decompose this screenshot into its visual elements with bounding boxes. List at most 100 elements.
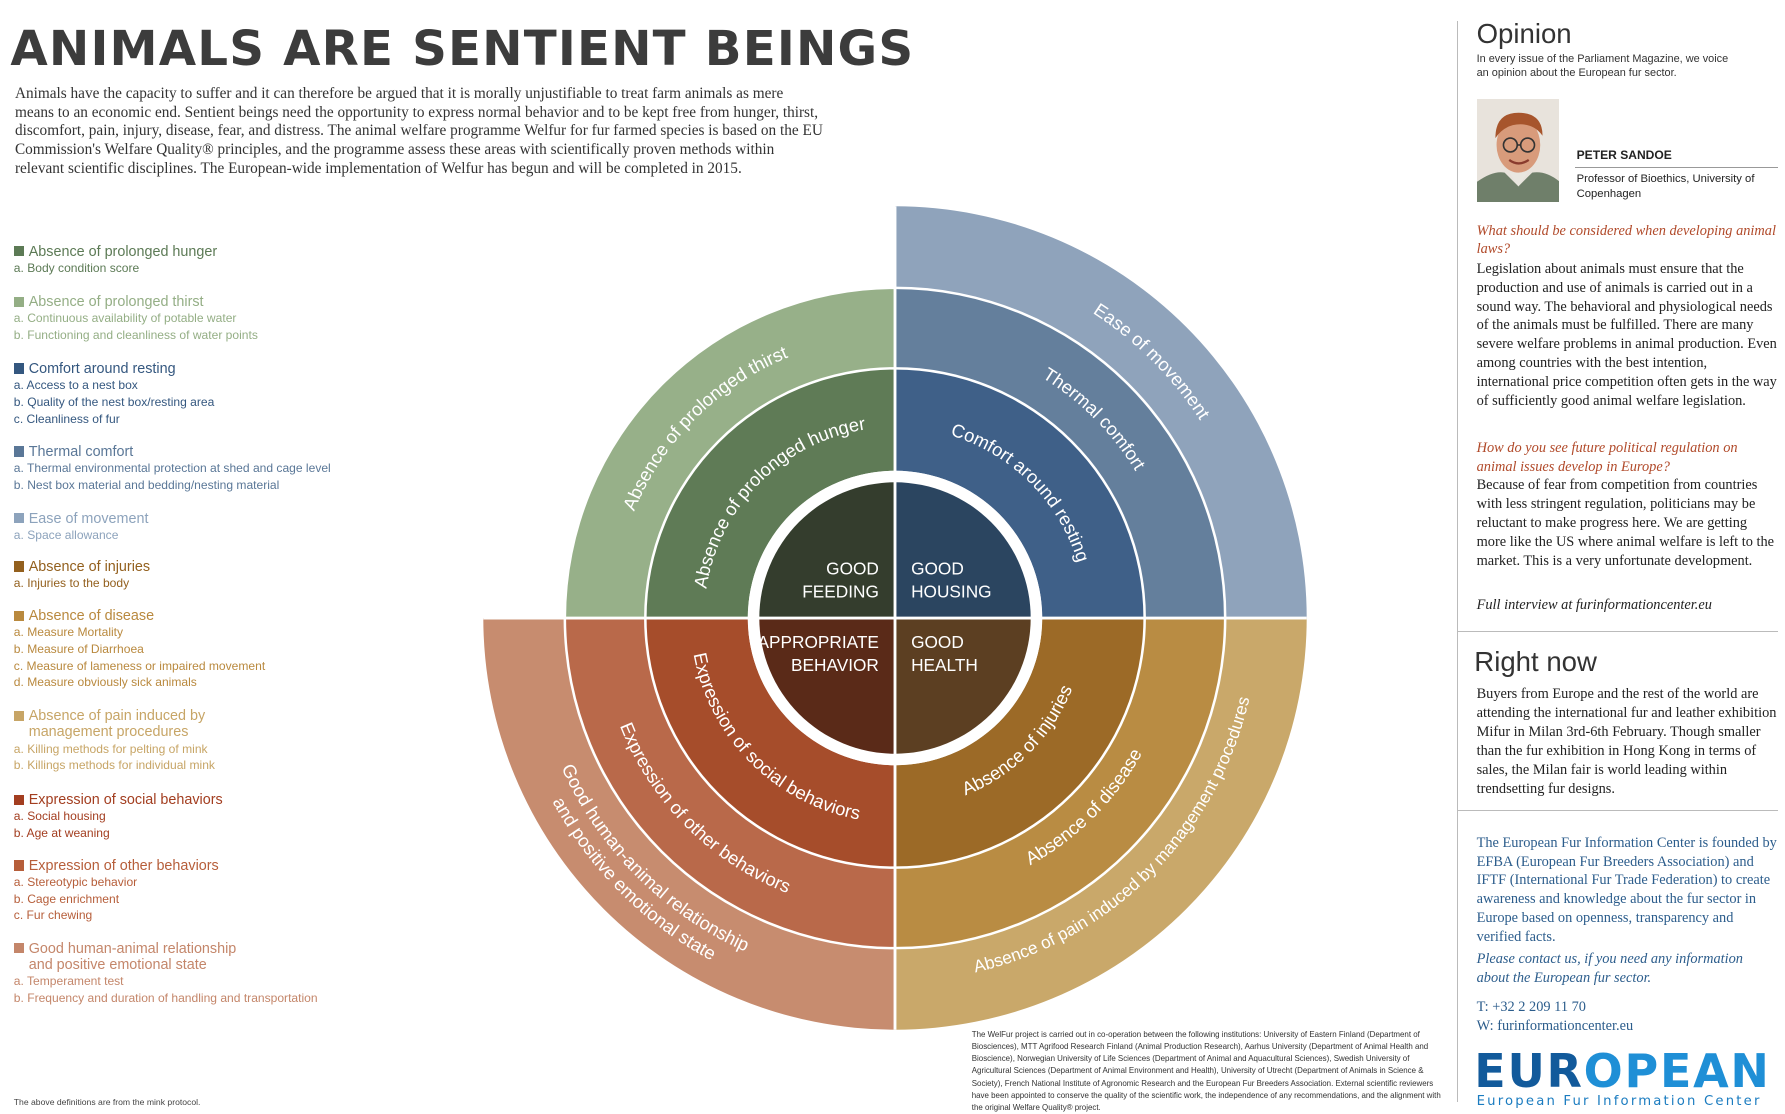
- divider: [1458, 809, 1778, 811]
- criterion-measure: d. Measure obviously sick animals: [13, 675, 197, 690]
- criterion-ring-segment: [565, 288, 895, 618]
- principle-segment: [758, 617, 895, 754]
- square-bullet-icon: [13, 246, 25, 257]
- principle-segment: [758, 481, 895, 618]
- criterion-measure: b. Quality of the nest box/resting area: [13, 394, 215, 409]
- efic-logo: EUROPEAN: [1474, 1048, 1770, 1094]
- criterion-ring-segment: [482, 617, 895, 1030]
- criterion-heading-text: Absence of injuries: [28, 558, 151, 575]
- project-credits: The WelFur project is carried out in co-…: [971, 1030, 1441, 1112]
- opinion-description: In every issue of the Parliament Magazin…: [1476, 52, 1729, 80]
- definitions-footnote: The above definitions are from the mink …: [13, 1097, 201, 1108]
- criterion-ring-segment: [894, 617, 1224, 947]
- criterion-measure: a. Body condition score: [13, 260, 140, 275]
- criterion-heading-text: Absence of pain induced by management pr…: [28, 708, 206, 741]
- square-bullet-icon: [13, 446, 25, 457]
- criterion-heading-text: Expression of social behaviors: [28, 792, 223, 809]
- criterion-heading-text: Absence of disease: [28, 608, 155, 625]
- criterion-measure: b. Measure of Diarrhoea: [13, 642, 144, 657]
- principle-label: FEEDING: [802, 581, 879, 601]
- portrait-photo: [1476, 98, 1560, 203]
- criterion-heading: Expression of other behaviors: [13, 857, 359, 874]
- criterion-block: Good human-animal relationship and posit…: [13, 940, 359, 1007]
- criterion-measure: a. Killing methods for pelting of mink: [13, 741, 208, 756]
- criterion-heading-text: Expression of other behaviors: [28, 857, 219, 874]
- criterion-heading: Ease of movement: [13, 510, 359, 527]
- answer-1: Legislation about animals must ensure th…: [1476, 260, 1777, 409]
- question-1: What should be considered when developin…: [1476, 222, 1776, 258]
- criterion-heading: Absence of pain induced by management pr…: [13, 708, 359, 741]
- criterion-ring-segment: [894, 617, 1307, 1030]
- criterion-measure: a. Continuous availability of potable wa…: [13, 311, 237, 326]
- criterion-measure: a. Social housing: [13, 809, 106, 824]
- phone-number: T: +32 2 209 11 70: [1476, 999, 1586, 1016]
- criterion-ring-segment: [894, 617, 1144, 866]
- criterion-measure: a. Measure Mortality: [13, 625, 124, 640]
- criterion-measure: b. Functioning and cleanliness of water …: [13, 328, 258, 343]
- right-now-body: Buyers from Europe and the rest of the w…: [1476, 686, 1777, 797]
- square-bullet-icon: [13, 610, 25, 621]
- principle-label: APPROPRIATE: [757, 631, 878, 651]
- square-bullet-icon: [13, 561, 25, 572]
- criterion-measure: c. Fur chewing: [13, 908, 93, 923]
- question-2: How do you see future political regulati…: [1476, 440, 1738, 475]
- criterion-measure: c. Measure of lameness or impaired movem…: [13, 658, 266, 673]
- principle-label: HEALTH: [911, 654, 978, 674]
- welfare-wheel-diagram: GOODFEEDINGGOODHOUSINGGOODHEALTHAPPROPRI…: [482, 205, 1307, 1030]
- logo-text-light: OPEAN: [1583, 1043, 1771, 1098]
- criterion-heading: Absence of injuries: [13, 558, 359, 575]
- criterion-ring-segment: [646, 369, 895, 618]
- square-bullet-icon: [13, 942, 25, 954]
- divider: [1575, 166, 1778, 168]
- principle-label: GOOD: [911, 631, 964, 651]
- person-name: PETER SANDOE: [1576, 148, 1672, 163]
- criterion-heading: Expression of social behaviors: [13, 792, 359, 809]
- criterion-measure: a. Thermal environmental protection at s…: [13, 460, 331, 475]
- criterion-heading-text: Thermal comfort: [28, 443, 134, 460]
- criterion-heading-text: Comfort around resting: [28, 361, 176, 378]
- criterion-measure: a. Space allowance: [13, 527, 119, 542]
- criterion-ring-segment: [894, 205, 1307, 618]
- criterion-heading: Comfort around resting: [13, 361, 359, 378]
- criterion-heading-text: Good human-animal relationship and posit…: [28, 940, 237, 973]
- square-bullet-icon: [13, 710, 25, 722]
- principle-label: GOOD: [826, 558, 879, 578]
- criterion-heading: Good human-animal relationship and posit…: [13, 940, 359, 973]
- criterion-heading: Absence of prolonged thirst: [13, 294, 359, 311]
- square-bullet-icon: [13, 860, 25, 871]
- criterion-measure: b. Cage enrichment: [13, 891, 120, 906]
- criterion-measure: b. Killings methods for individual mink: [13, 758, 215, 773]
- principle-segment: [894, 481, 1031, 618]
- criterion-ring-segment: [565, 617, 895, 947]
- page-title: ANIMALS ARE SENTIENT BEINGS: [10, 20, 915, 77]
- square-bullet-icon: [13, 363, 25, 374]
- principle-label: HOUSING: [911, 581, 992, 601]
- column-divider: [1457, 20, 1459, 1102]
- efic-logo-subtitle: European Fur Information Center: [1476, 1093, 1762, 1109]
- full-interview-link[interactable]: Full interview at furinformationcenter.e…: [1476, 596, 1712, 613]
- principle-segment: [894, 617, 1031, 754]
- criterion-measure: c. Cleanliness of fur: [13, 411, 120, 426]
- criterion-measure: b. Nest box material and bedding/nesting…: [13, 477, 280, 492]
- opinion-heading: Opinion: [1476, 18, 1572, 50]
- square-bullet-icon: [13, 296, 25, 308]
- criterion-ring-segment: [646, 617, 895, 866]
- criterion-heading-text: Absence of prolonged thirst: [28, 294, 204, 311]
- square-bullet-icon: [13, 794, 25, 805]
- criterion-heading-text: Ease of movement: [28, 510, 149, 527]
- website-link[interactable]: W: furinformationcenter.eu: [1476, 1017, 1634, 1034]
- criterion-measure: a. Stereotypic behavior: [13, 874, 138, 889]
- person-title: Professor of Bioethics, University of Co…: [1576, 173, 1755, 201]
- criterion-heading: Absence of prolonged hunger: [13, 244, 359, 260]
- criterion-block: Absence of pain induced by management pr…: [13, 708, 359, 774]
- criterion-measure: a. Access to a nest box: [13, 378, 138, 393]
